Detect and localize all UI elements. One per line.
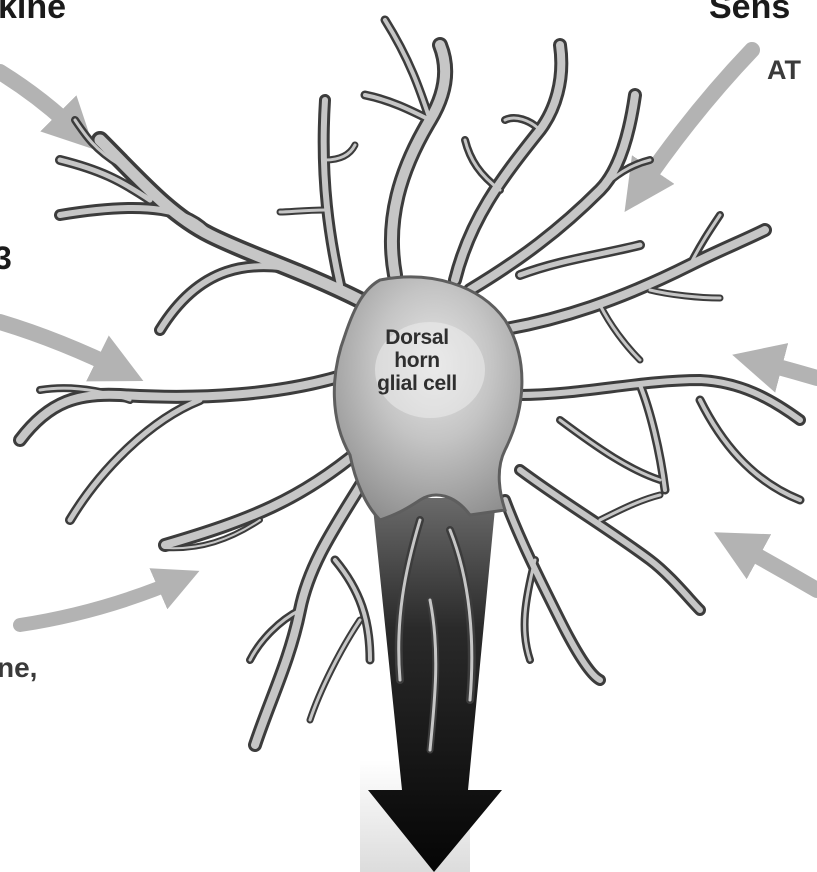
cropped-label-top-left: kine [0,0,66,27]
cell-label-line-2: horn [352,349,482,372]
cell-label: Dorsal horn glial cell [352,326,482,395]
output-arrow [360,498,502,872]
cropped-sublabel-top-right: AT [767,55,801,86]
curved-arrow-icon [732,542,817,590]
cropped-label-left-mid: 3 [0,240,12,277]
curved-arrow-icon [0,322,125,372]
curved-arrow-icon [636,50,752,195]
curved-arrow-icon [0,72,80,135]
curved-arrow-icon [752,360,817,378]
cropped-label-left-bottom: ne, [0,652,37,684]
cell-label-line-1: Dorsal [352,326,482,349]
cell-label-line-3: glial cell [352,372,482,395]
cropped-label-top-right: Sens [709,0,790,27]
curved-arrow-icon [20,578,183,625]
